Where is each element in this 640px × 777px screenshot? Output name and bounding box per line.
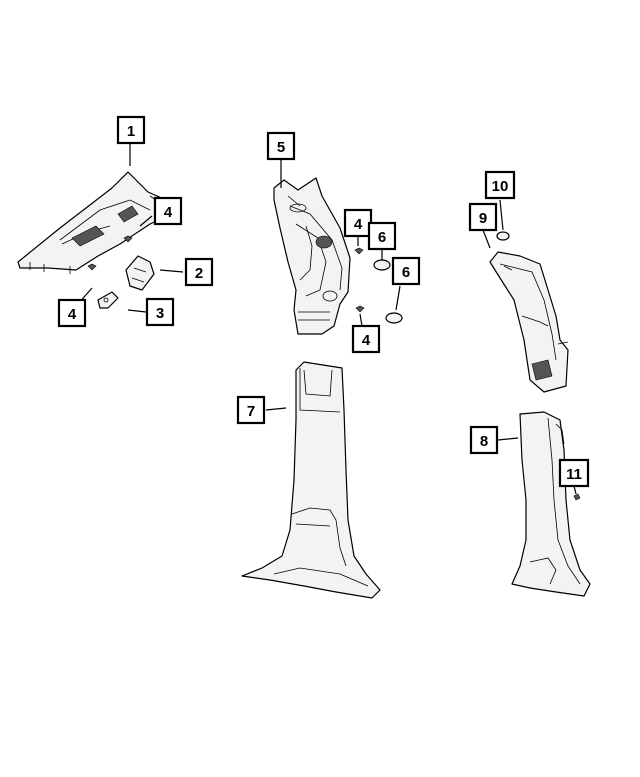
callout-2-label: 2: [195, 265, 203, 282]
callout-4-middle-upper-label: 4: [354, 216, 363, 233]
callout-1: 1: [116, 115, 146, 145]
callout-10: 10: [484, 170, 516, 200]
callout-1-label: 1: [127, 123, 135, 140]
callout-8: 8: [469, 425, 499, 455]
part-4-6-fasteners-middle: [354, 247, 403, 324]
callout-8-label: 8: [480, 433, 488, 450]
callout-4-middle-lower: 4: [351, 324, 381, 354]
part-4-fasteners-left: [87, 235, 133, 271]
callout-2: 2: [184, 257, 214, 287]
callout-6-upper-label: 6: [378, 229, 386, 246]
part-5-b-pillar-upper-trim: [273, 177, 351, 335]
part-7-b-pillar-lower-trim: [241, 361, 381, 599]
callout-11: 11: [558, 458, 590, 488]
callout-4-lower-left: 4: [57, 298, 87, 328]
callout-9-label: 9: [479, 210, 487, 227]
callout-4-middle-lower-label: 4: [362, 332, 371, 349]
part-10-cap: [496, 231, 510, 241]
part-3-clip: [97, 291, 119, 309]
part-8-lower-c-pillar-trim: [511, 411, 591, 597]
part-2-bracket: [125, 255, 155, 291]
part-9-c-pillar-trim: [489, 251, 569, 393]
callout-6-lower: 6: [391, 256, 421, 286]
callout-4-middle-upper: 4: [343, 208, 373, 238]
callout-3-label: 3: [156, 305, 164, 322]
callout-5: 5: [266, 131, 296, 161]
callout-7: 7: [236, 395, 266, 425]
callout-11-label: 11: [566, 466, 582, 483]
callout-7-label: 7: [247, 403, 255, 420]
callout-6-upper: 6: [367, 221, 397, 251]
callout-10-label: 10: [492, 178, 509, 195]
callout-4-upper-left-label: 4: [164, 204, 173, 221]
callout-9: 9: [468, 202, 498, 232]
callout-3: 3: [145, 297, 175, 327]
callout-6-lower-label: 6: [402, 264, 410, 281]
callout-4-lower-left-label: 4: [68, 306, 77, 323]
callout-4-upper-left: 4: [153, 196, 183, 226]
callout-5-label: 5: [277, 139, 285, 156]
